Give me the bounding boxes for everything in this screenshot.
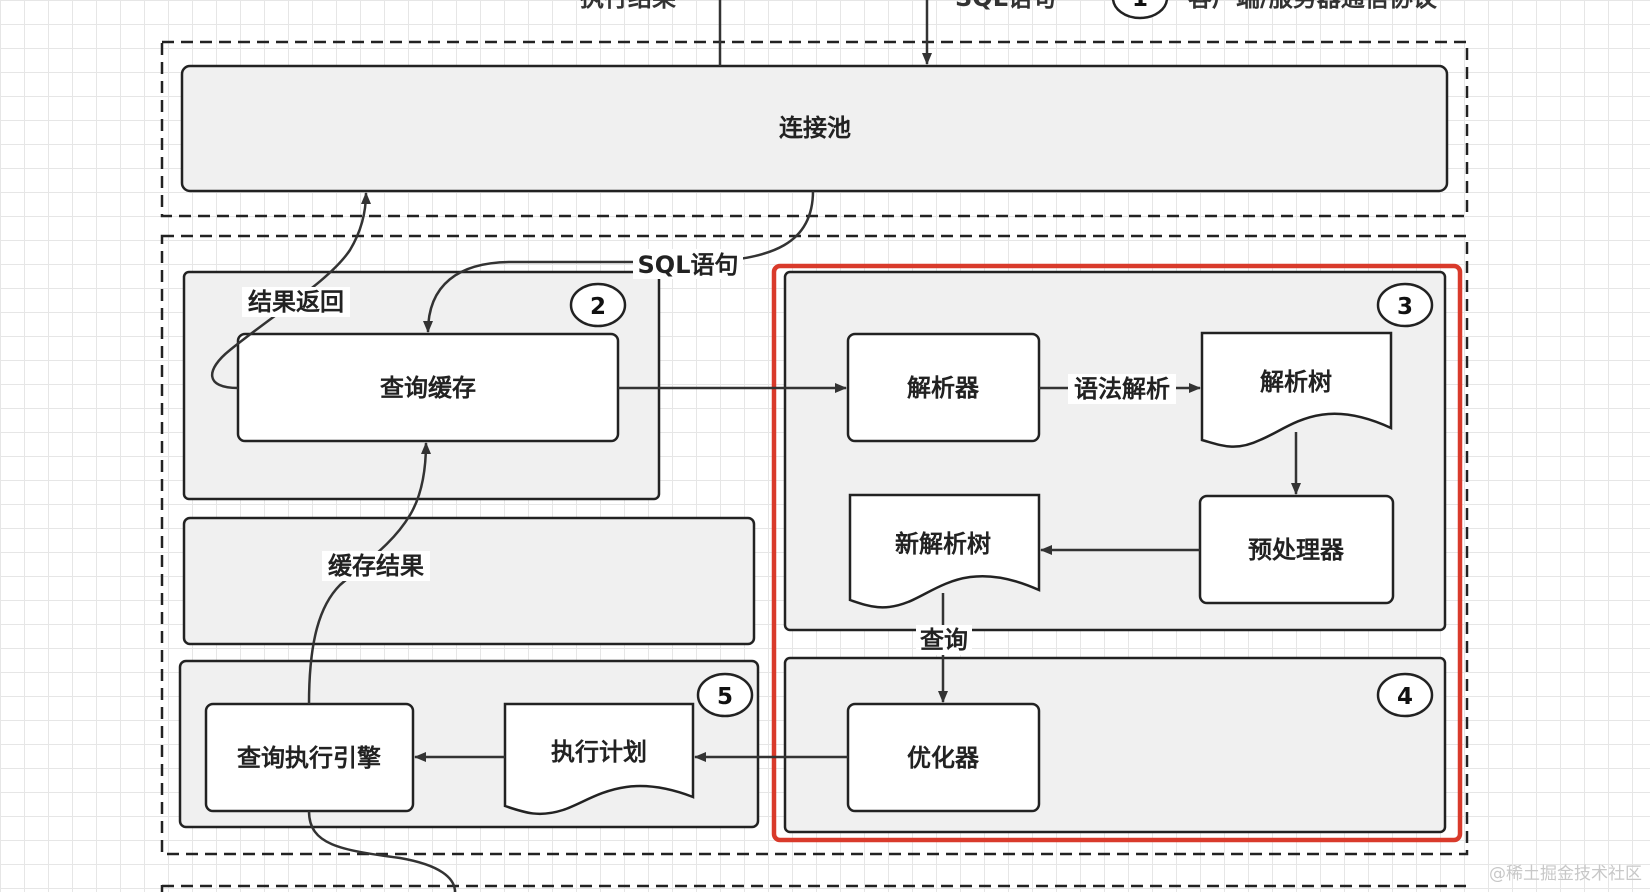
execution-plan-node xyxy=(503,702,695,816)
query-edge-label: 查询 xyxy=(920,626,968,654)
highlight-frame xyxy=(771,263,1463,843)
watermark: @稀土掘金技术社区 xyxy=(1489,864,1642,884)
syntax-parse-label: 语法解析 xyxy=(1074,375,1170,403)
empty-group-box xyxy=(182,516,756,646)
parser-label: 解析器 xyxy=(907,374,980,402)
connection-pool-label: 连接池 xyxy=(779,114,851,142)
server-layer-frame xyxy=(160,234,1469,856)
step-badge-1 xyxy=(1111,0,1169,20)
cache-result-label: 缓存结果 xyxy=(328,552,424,580)
step-number-3: 3 xyxy=(1397,294,1413,320)
result-return-label: 结果返回 xyxy=(248,288,344,316)
syntax-parse-label-bg xyxy=(1068,374,1176,404)
query-label-bg xyxy=(916,625,972,655)
parse-tree-node xyxy=(1200,331,1393,448)
result-return-label-bg xyxy=(242,287,350,317)
optimizer-label: 优化器 xyxy=(907,744,980,772)
preprocessor-label: 预处理器 xyxy=(1248,536,1345,564)
connection-layer-frame xyxy=(160,40,1469,218)
step-badge-5 xyxy=(696,672,754,718)
label-execution-result: 执行结果 xyxy=(580,0,676,12)
label-protocol: 客户端/服务器通信协议 xyxy=(1188,0,1438,12)
query-engine-label: 查询执行引擎 xyxy=(237,744,381,772)
execution-plan-label: 执行计划 xyxy=(551,738,647,766)
step-badge-2 xyxy=(569,282,627,328)
step-number-1: 1 xyxy=(1132,0,1148,12)
label-sql-statement-top: SQL语句 xyxy=(955,0,1056,12)
new-parse-tree-node xyxy=(848,493,1041,609)
cache-result-label-bg xyxy=(322,551,430,581)
engine-to-storage-edge xyxy=(307,810,457,892)
query-cache-label: 查询缓存 xyxy=(380,374,476,402)
step-number-5: 5 xyxy=(717,684,733,710)
step-badge-3 xyxy=(1376,282,1434,328)
step-number-4: 4 xyxy=(1397,684,1413,710)
new-parse-tree-label: 新解析树 xyxy=(895,530,991,558)
connection-pool-box xyxy=(180,64,1449,193)
step-badge-4 xyxy=(1376,672,1434,718)
sql-edge-label: SQL语句 xyxy=(638,251,739,279)
step-number-2: 2 xyxy=(590,294,606,320)
parse-tree-label: 解析树 xyxy=(1260,368,1332,396)
sql-label-bg xyxy=(633,249,743,279)
